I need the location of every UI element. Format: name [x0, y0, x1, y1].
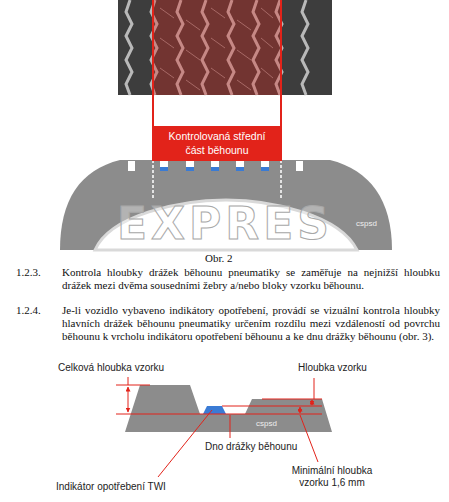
paragraph: Je-li vozidlo vybaveno indikátory opotře…: [62, 304, 440, 343]
box-label: Kontrolovaná střední část běhounu: [158, 130, 276, 156]
maker-mark: cspsd: [256, 419, 277, 428]
section-number: 1.2.3.: [16, 266, 41, 279]
region-line: [152, 0, 154, 126]
highlight-box: Kontrolovaná střední část běhounu: [152, 126, 282, 161]
region-line: [280, 0, 282, 126]
section-number: 1.2.4.: [16, 304, 41, 317]
dimension-lines: [116, 377, 322, 477]
paragraph: Kontrola hloubky drážek běhounu pneumati…: [62, 266, 440, 292]
dimension-label: Celková hloubka vzorku: [58, 362, 164, 374]
dimension-label: Minimální hloubka vzorku 1,6 mm: [280, 465, 384, 489]
dimension-label: Hloubka vzorku: [298, 362, 367, 374]
watermark: EXPRES: [100, 198, 350, 249]
part-label: Indikátor opotřebení TWI: [56, 481, 166, 493]
tread-profile: [118, 385, 332, 432]
figure-caption: Obr. 2: [205, 252, 233, 264]
part-label: Dno drážky běhounu: [205, 441, 297, 453]
tread-photo: [118, 0, 332, 95]
tyre-section: [60, 159, 392, 250]
maker-mark: cspsd: [356, 219, 377, 228]
